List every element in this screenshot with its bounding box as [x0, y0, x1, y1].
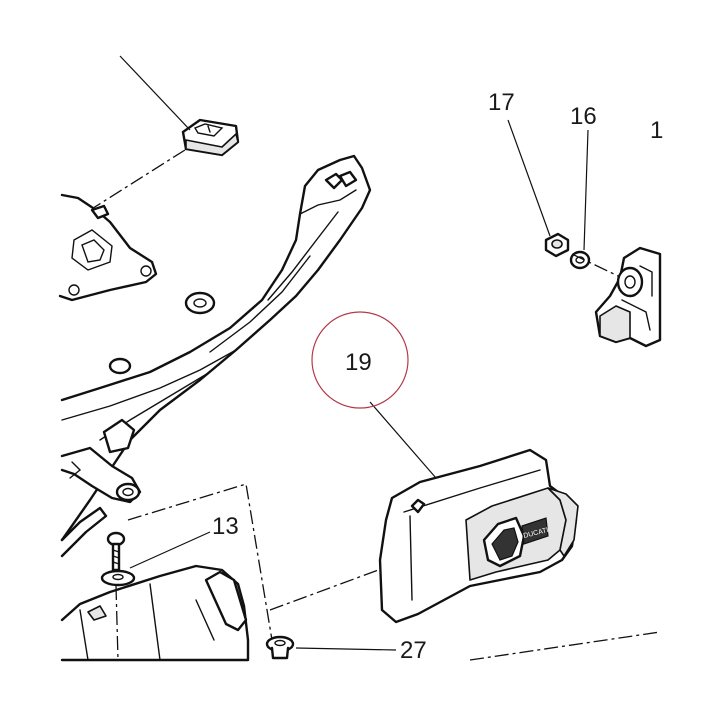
- nut-17[interactable]: [544, 232, 570, 258]
- assembly-line-upper: [127, 483, 273, 641]
- assembly-line-bottom: [469, 631, 661, 661]
- callout-13-label: 13: [212, 513, 239, 540]
- ignition-switch-unit[interactable]: [594, 246, 662, 348]
- rivet-fastener-27[interactable]: [265, 635, 295, 660]
- grommet-part[interactable]: [181, 118, 240, 157]
- tail-cover-19[interactable]: DUCATI: [378, 448, 579, 624]
- callout-17-leader: [507, 119, 551, 237]
- callout-16-leader: [583, 129, 589, 251]
- callout-19-label: 19: [345, 349, 372, 376]
- callout-19-highlight-circle: [311, 311, 409, 409]
- bracket-plate[interactable]: [58, 193, 158, 302]
- rear-subframe[interactable]: [60, 154, 372, 558]
- grommet-leader: [119, 55, 191, 131]
- callout-1x-label: 1: [650, 117, 663, 144]
- side-cover-panel[interactable]: [60, 564, 250, 662]
- grommet-axis-line: [89, 149, 186, 211]
- callout-19-leader: [369, 401, 437, 479]
- callout-27-leader: [295, 647, 397, 651]
- assembly-line-cover: [269, 561, 401, 611]
- callout-16-label: 16: [570, 103, 597, 130]
- callout-17-label: 17: [488, 89, 515, 116]
- callout-27-label: 27: [400, 637, 427, 664]
- screw-and-washer-13[interactable]: [100, 531, 136, 587]
- assembly-line-screw: [115, 585, 119, 661]
- callout-13-leader: [129, 531, 211, 569]
